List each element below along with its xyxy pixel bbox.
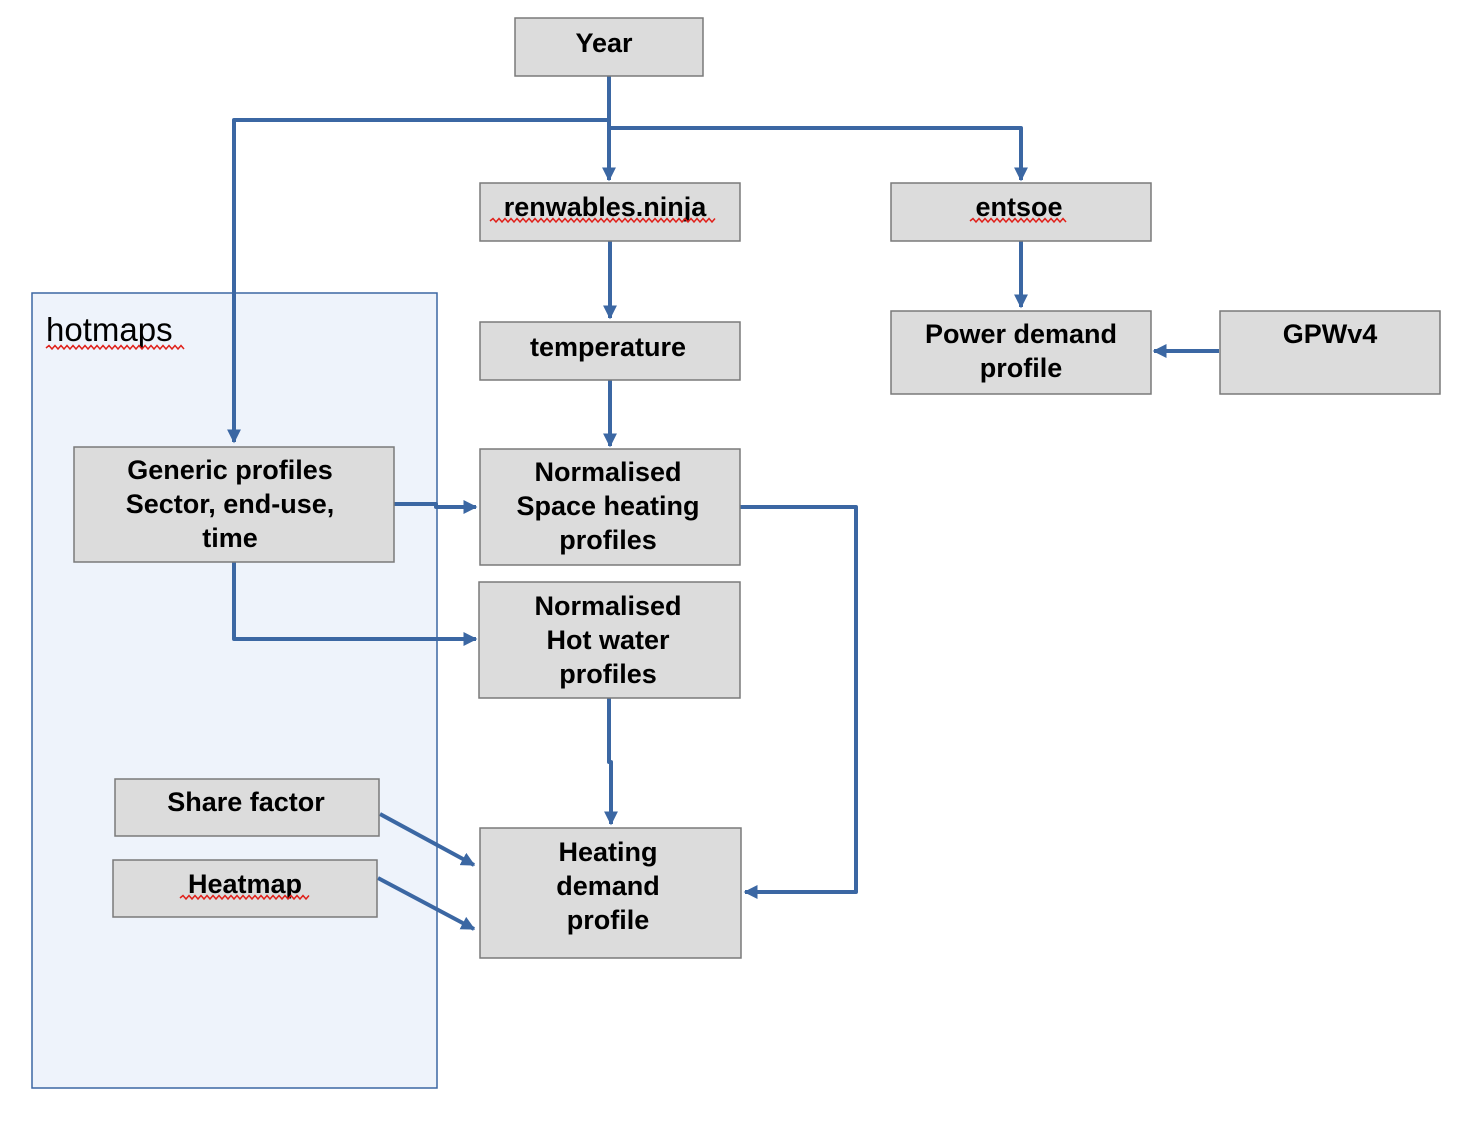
node-label-line: Share factor: [167, 787, 325, 817]
node-heating-demand-profile-label: Heating demand profile: [556, 837, 660, 935]
edge-generic-to-hot-water: [232, 562, 478, 646]
node-label-line: Space heating: [516, 491, 699, 521]
edges: [227, 76, 1219, 931]
node-share-factor[interactable]: Share factor: [114, 778, 380, 837]
edge-generic-to-space-heating: [394, 500, 478, 514]
node-label-line: Sector, end-use,: [126, 489, 335, 519]
node-label-line: Heatmap: [188, 869, 302, 899]
node-label-line: profile: [567, 905, 650, 935]
node-entsoe[interactable]: entsoe: [890, 182, 1152, 242]
node-label-line: time: [202, 523, 258, 553]
hotmaps-group-label: hotmaps: [46, 311, 173, 348]
node-year-label: Year: [575, 28, 633, 58]
node-label-line: Normalised: [534, 457, 681, 487]
node-label-line: profiles: [559, 659, 657, 689]
node-renewables-ninja-label: renwables.ninja: [504, 192, 708, 222]
node-gpwv4[interactable]: GPWv4: [1219, 310, 1441, 395]
edge-heatmap-to-heating-demand: [377, 876, 476, 931]
node-share-factor-label: Share factor: [167, 787, 325, 817]
edge-year-to-generic-profiles: [227, 118, 609, 444]
node-gpwv4-label: GPWv4: [1283, 319, 1378, 349]
edge-space-heating-to-heating-demand: [740, 505, 858, 899]
node-temperature[interactable]: temperature: [479, 321, 741, 381]
edge-year-to-entsoe: [609, 126, 1028, 182]
node-power-demand-profile-label: Power demand profile: [925, 319, 1117, 383]
node-year[interactable]: Year: [514, 17, 704, 77]
node-temperature-label: temperature: [530, 332, 686, 362]
entsoe-spellcheck-underline: [969, 217, 1067, 224]
heatmap-spellcheck-underline: [179, 894, 310, 901]
node-label-line: entsoe: [975, 192, 1062, 222]
node-label-line: GPWv4: [1283, 319, 1378, 349]
node-label-line: Generic profiles: [127, 455, 333, 485]
node-label-line: renwables.ninja: [504, 192, 708, 222]
node-renewables-ninja[interactable]: renwables.ninja: [479, 182, 741, 242]
node-heatmap-label: Heatmap: [188, 869, 302, 899]
node-heatmap[interactable]: Heatmap: [112, 859, 378, 918]
node-label-line: Heating: [558, 837, 657, 867]
node-label-line: Power demand: [925, 319, 1117, 349]
node-label-line: profile: [980, 353, 1063, 383]
node-heating-demand-profile[interactable]: Heating demand profile: [479, 827, 742, 959]
node-label-line: temperature: [530, 332, 686, 362]
node-entsoe-label: entsoe: [975, 192, 1062, 222]
node-label-line: Year: [575, 28, 633, 58]
node-label-line: Normalised: [534, 591, 681, 621]
node-power-demand-profile[interactable]: Power demand profile: [890, 310, 1152, 395]
node-label-line: profiles: [559, 525, 657, 555]
edge-share-factor-to-heating-demand: [379, 812, 476, 867]
node-label-line: demand: [556, 871, 660, 901]
node-label-line: Hot water: [546, 625, 670, 655]
edge-hot-water-to-heating-demand: [604, 698, 618, 826]
renewables-ninja-spellcheck-underline: [489, 217, 716, 224]
hotmaps-spellcheck-underline: [45, 344, 185, 351]
